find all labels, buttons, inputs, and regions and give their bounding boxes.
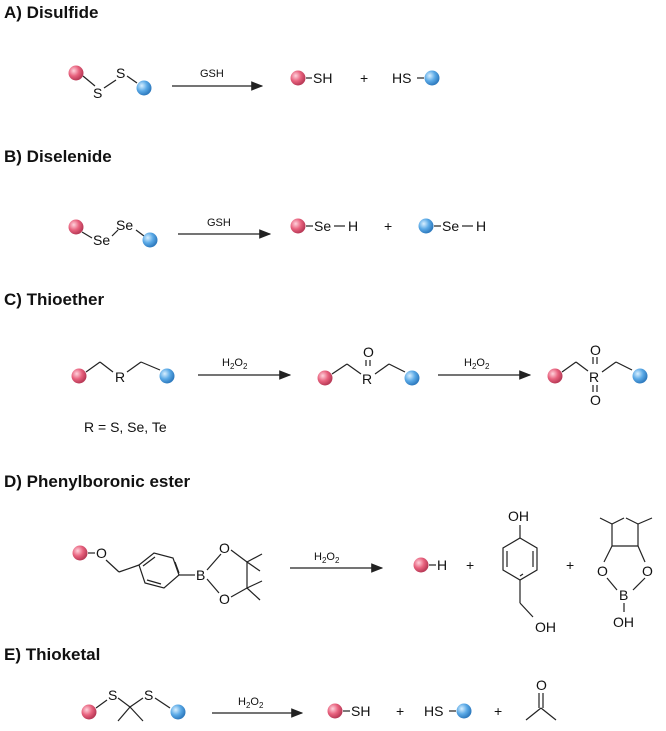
section-c-title: C) Thioether (4, 290, 104, 309)
boron-atom: B (619, 587, 628, 603)
plus-sign: + (360, 70, 368, 86)
blue-sphere (136, 80, 152, 96)
sulfur-atom: S (116, 65, 125, 81)
plus-sign: + (494, 703, 502, 719)
pink-sphere (290, 218, 306, 234)
section-e-title: E) Thioketal (4, 645, 100, 664)
benzene-ring (502, 537, 538, 581)
reagent-label: GSH (207, 217, 231, 229)
heteroatom-r: R (362, 371, 372, 387)
pink-sphere (81, 704, 97, 720)
pink-sphere (317, 370, 333, 386)
sulfur-atom: S (108, 687, 117, 703)
reagent-label: GSH (200, 68, 224, 80)
hydrogen-atom: H (348, 218, 358, 234)
plus-sign: + (466, 557, 474, 573)
thiol-label: SH (351, 703, 370, 719)
section-a-title: A) Disulfide (4, 3, 98, 22)
blue-sphere (404, 370, 420, 386)
oxygen-atom: O (597, 563, 608, 579)
oxygen-atom: O (96, 545, 107, 561)
sulfur-atom: S (144, 687, 153, 703)
pink-sphere (68, 219, 84, 235)
pink-sphere (547, 368, 563, 384)
oxygen-atom: O (642, 563, 653, 579)
reagent-label: H2O2 (314, 551, 340, 565)
section-d-title: D) Phenylboronic ester (4, 472, 190, 491)
benzene-ring (138, 552, 180, 589)
plus-sign: + (566, 557, 574, 573)
blue-sphere (632, 368, 648, 384)
heteroatom-r: R (589, 369, 599, 385)
hydroxyl-label: OH (508, 508, 529, 524)
reagent-label: H2O2 (464, 357, 490, 371)
hydrogen-atom: H (437, 557, 447, 573)
heteroatom-r: R (115, 369, 125, 385)
thiol-label: HS (392, 70, 411, 86)
hydroxyl-label: OH (613, 614, 634, 630)
boron-atom: B (196, 567, 205, 583)
pink-sphere (413, 557, 429, 573)
oxygen-atom: O (590, 342, 601, 358)
blue-sphere (159, 368, 175, 384)
blue-sphere (456, 703, 472, 719)
oxygen-atom: O (219, 540, 230, 556)
r-definition: R = S, Se, Te (84, 419, 167, 435)
pink-sphere (72, 545, 88, 561)
plus-sign: + (384, 218, 392, 234)
section-b-diselenide: B) Diselenide Se Se GSH Se H + Se H (4, 147, 486, 248)
hydroxyl-label: OH (535, 619, 556, 635)
blue-sphere (142, 232, 158, 248)
blue-sphere (424, 70, 440, 86)
selenium-atom: Se (314, 218, 331, 234)
oxygen-atom: O (219, 591, 230, 607)
oxygen-atom: O (590, 392, 601, 408)
plus-sign: + (396, 703, 404, 719)
section-e-thioketal: E) Thioketal S S H2O2 SH + HS + O (4, 645, 557, 722)
oxygen-atom: O (536, 677, 547, 693)
section-c-thioether: C) Thioether R R = S, Se, Te H2O2 R O H2… (4, 290, 648, 435)
thiol-label: SH (313, 70, 332, 86)
section-b-title: B) Diselenide (4, 147, 112, 166)
oxygen-atom: O (363, 344, 374, 360)
pink-sphere (68, 65, 84, 81)
pink-sphere (71, 368, 87, 384)
pink-sphere (327, 703, 343, 719)
hydrogen-atom: H (476, 218, 486, 234)
reagent-label: H2O2 (222, 357, 248, 371)
selenium-atom: Se (116, 217, 133, 233)
blue-sphere (418, 218, 434, 234)
section-a-disulfide: A) Disulfide S S GSH SH + HS (4, 3, 440, 101)
reagent-label: H2O2 (238, 696, 264, 710)
pink-sphere (290, 70, 306, 86)
thiol-label: HS (424, 703, 443, 719)
blue-sphere (170, 704, 186, 720)
selenium-atom: Se (93, 232, 110, 248)
sulfur-atom: S (93, 85, 102, 101)
selenium-atom: Se (442, 218, 459, 234)
section-d-phenylboronic-ester: D) Phenylboronic ester O B O O H2O2 H + (4, 472, 653, 635)
